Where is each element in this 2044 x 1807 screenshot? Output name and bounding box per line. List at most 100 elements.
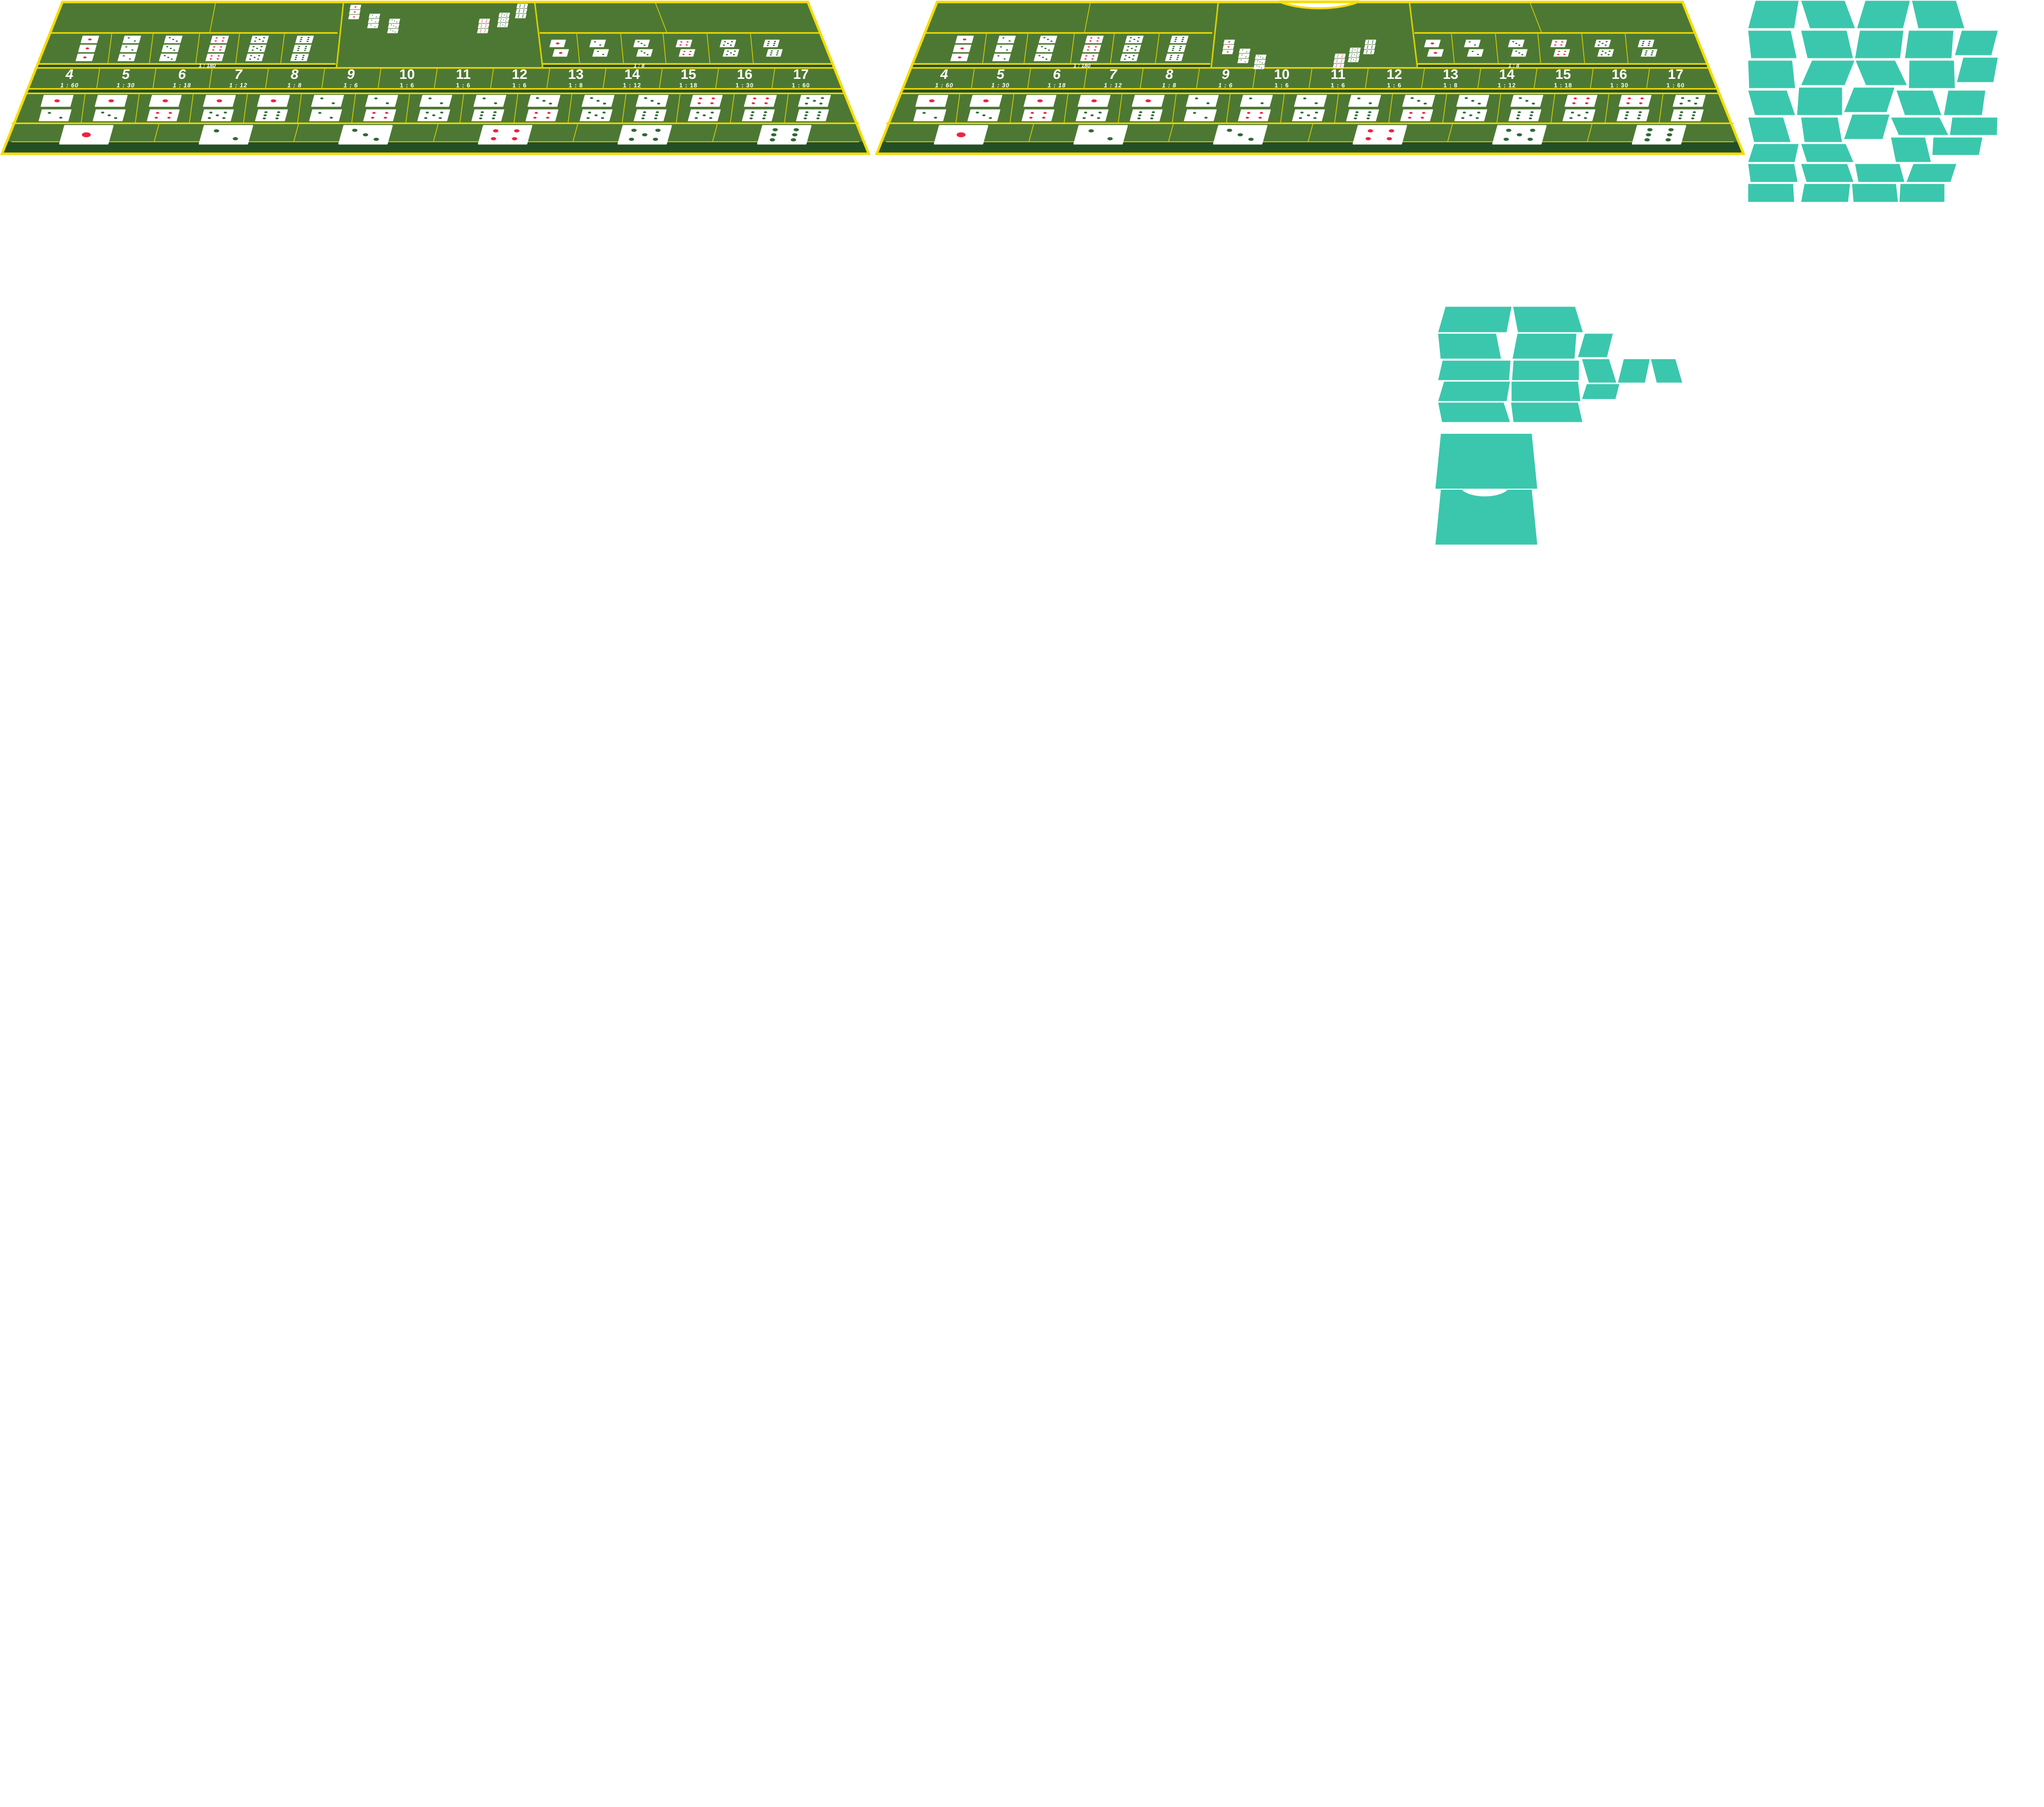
- total-bet-14[interactable]: 141 : 12: [1498, 66, 1516, 89]
- combo-bet-1-3[interactable]: [967, 95, 1003, 121]
- double-bet-6[interactable]: [1638, 39, 1658, 57]
- combo-bet-4-6[interactable]: [1617, 95, 1652, 121]
- triple-bet-5[interactable]: [1120, 35, 1144, 61]
- triple-bet-6[interactable]: [1165, 35, 1189, 61]
- combo-bet-2-4[interactable]: [363, 95, 398, 121]
- combo-bet-4-5[interactable]: [1562, 95, 1598, 121]
- combo-bet-3-5[interactable]: [579, 95, 615, 121]
- total-bet-7[interactable]: 71 : 12: [1104, 66, 1122, 89]
- combo-bet-5-6[interactable]: [796, 95, 831, 121]
- single-bet-5[interactable]: [617, 125, 672, 145]
- total-bet-13[interactable]: 131 : 8: [568, 66, 584, 89]
- totals-section: 41 : 60 51 : 30 61 : 18 71 : 12 81 : 8 91 : 6…: [935, 66, 1685, 89]
- single-bet-1[interactable]: [934, 125, 989, 145]
- combo-bet-2-2[interactable]: [1184, 95, 1219, 121]
- single-bet-6[interactable]: [1632, 125, 1687, 145]
- double-bet-6[interactable]: [763, 39, 783, 57]
- double-bet-3[interactable]: [1508, 39, 1528, 57]
- total-bet-16[interactable]: 161 : 30: [735, 66, 754, 89]
- combo-bet-2-2[interactable]: [309, 95, 344, 121]
- combo-bet-1-5[interactable]: [201, 95, 236, 121]
- combo-bet-2-4[interactable]: [1238, 95, 1273, 121]
- single-bet-4[interactable]: [1353, 125, 1407, 145]
- total-bet-6[interactable]: 61 : 18: [1047, 66, 1066, 89]
- combo-bet-1-2[interactable]: [913, 95, 949, 121]
- combo-bet-4-5[interactable]: [687, 95, 723, 121]
- combo-bet-5-6[interactable]: [1671, 95, 1706, 121]
- combo-bet-1-6[interactable]: [255, 95, 290, 121]
- single-bet-3[interactable]: [1213, 125, 1268, 145]
- double-bet-3[interactable]: [633, 39, 653, 57]
- total-bet-12[interactable]: 121 : 6: [512, 66, 527, 89]
- total-bet-4[interactable]: 41 : 60: [60, 66, 79, 89]
- double-bet-5[interactable]: [719, 39, 739, 57]
- single-bet-3[interactable]: [338, 125, 393, 145]
- die-pip: [1573, 97, 1577, 100]
- total-bet-6[interactable]: 61 : 18: [173, 66, 191, 89]
- total-bet-17[interactable]: 171 : 60: [1667, 66, 1685, 89]
- triple-bet-3[interactable]: [159, 35, 183, 61]
- any-triple-section[interactable]: [1222, 39, 1376, 69]
- total-bet-4[interactable]: 41 : 60: [935, 66, 954, 89]
- double-bet-1[interactable]: [1424, 39, 1444, 57]
- single-bet-6[interactable]: [757, 125, 812, 145]
- triple-bet-5[interactable]: [245, 35, 269, 61]
- combo-bet-4-6[interactable]: [742, 95, 777, 121]
- total-bet-15[interactable]: 151 : 18: [679, 66, 697, 89]
- combo-bet-3-4[interactable]: [1400, 95, 1435, 121]
- double-bet-2[interactable]: [589, 39, 609, 57]
- combo-bet-2-6[interactable]: [1346, 95, 1381, 121]
- combo-bet-2-6[interactable]: [471, 95, 507, 121]
- single-bet-4[interactable]: [478, 125, 533, 145]
- combo-bet-3-6[interactable]: [1508, 95, 1544, 121]
- triple-bet-1[interactable]: [75, 35, 99, 61]
- triple-bet-6[interactable]: [290, 35, 314, 61]
- combo-bet-1-2[interactable]: [38, 95, 74, 121]
- total-bet-9[interactable]: 91 : 6: [1218, 66, 1233, 89]
- single-bet-1[interactable]: [59, 125, 114, 145]
- die-pip: [506, 13, 508, 14]
- combo-bet-1-5[interactable]: [1075, 95, 1111, 121]
- total-bet-14[interactable]: 141 : 12: [623, 66, 642, 89]
- total-bet-15[interactable]: 151 : 18: [1554, 66, 1572, 89]
- double-bet-2[interactable]: [1464, 39, 1484, 57]
- double-bet-5[interactable]: [1594, 39, 1614, 57]
- single-bet-5[interactable]: [1492, 125, 1547, 145]
- triple-bet-2[interactable]: [117, 35, 141, 61]
- die-pip: [512, 137, 517, 141]
- total-bet-5[interactable]: 51 : 30: [117, 66, 135, 89]
- double-bet-1[interactable]: [549, 39, 569, 57]
- total-bet-13[interactable]: 131 : 8: [1443, 66, 1458, 89]
- combo-bet-1-3[interactable]: [92, 95, 128, 121]
- total-bet-17[interactable]: 171 : 60: [792, 66, 810, 89]
- combo-bet-1-4[interactable]: [1022, 95, 1056, 121]
- triple-bet-4[interactable]: [1080, 35, 1104, 61]
- combo-bet-2-5[interactable]: [417, 95, 452, 121]
- any-triple-section[interactable]: [348, 3, 528, 33]
- total-bet-8[interactable]: 81 : 8: [1162, 66, 1176, 89]
- combo-bet-2-5[interactable]: [1292, 95, 1327, 121]
- double-bet-4[interactable]: [676, 39, 695, 57]
- total-bet-7[interactable]: 71 : 12: [229, 66, 248, 89]
- combo-bet-3-6[interactable]: [634, 95, 669, 121]
- combo-bet-3-4[interactable]: [525, 95, 561, 121]
- triple-bet-2[interactable]: [992, 35, 1016, 61]
- single-bet-2[interactable]: [199, 125, 253, 145]
- combo-bet-1-4[interactable]: [147, 95, 182, 121]
- total-bet-10[interactable]: 101 : 6: [399, 66, 415, 89]
- total-bet-5[interactable]: 51 : 30: [992, 66, 1010, 89]
- total-bet-16[interactable]: 161 : 30: [1610, 66, 1629, 89]
- single-bet-2[interactable]: [1073, 125, 1128, 145]
- double-bet-4[interactable]: [1550, 39, 1570, 57]
- combo-bet-1-6[interactable]: [1129, 95, 1165, 121]
- total-bet-11[interactable]: 111 : 6: [1331, 66, 1346, 89]
- total-bet-12[interactable]: 121 : 6: [1386, 66, 1402, 89]
- triple-bet-4[interactable]: [205, 35, 229, 61]
- total-bet-8[interactable]: 81 : 8: [287, 66, 302, 89]
- combo-bet-3-5[interactable]: [1454, 95, 1489, 121]
- total-bet-9[interactable]: 91 : 6: [343, 66, 358, 89]
- total-bet-10[interactable]: 101 : 6: [1274, 66, 1290, 89]
- total-bet-11[interactable]: 111 : 6: [456, 66, 471, 89]
- triple-bet-1[interactable]: [950, 35, 974, 61]
- triple-bet-3[interactable]: [1033, 35, 1057, 61]
